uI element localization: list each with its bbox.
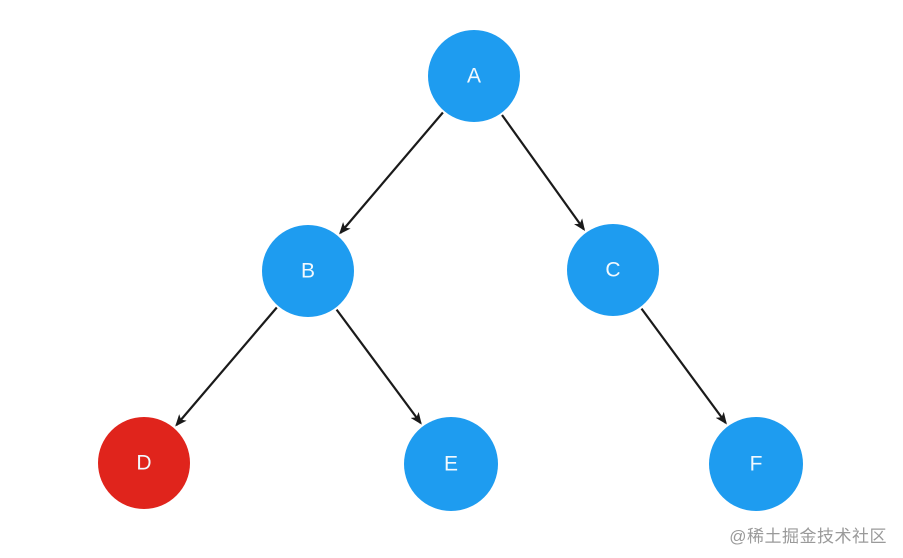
edge-B-D <box>175 306 278 427</box>
tree-node-D: D <box>98 417 190 509</box>
watermark: @稀土掘金技术社区 <box>729 527 887 546</box>
node-label-C: C <box>605 259 620 282</box>
edge-C-F <box>640 307 727 425</box>
edge-A-B <box>339 111 444 235</box>
node-circle-D <box>98 417 190 509</box>
tree-node-F: F <box>709 417 803 511</box>
tree-node-B: B <box>262 225 354 317</box>
tree-node-C: C <box>567 224 659 316</box>
node-label-A: A <box>467 65 481 88</box>
edge-B-E <box>335 308 422 425</box>
node-label-D: D <box>136 452 151 475</box>
node-circle-E <box>404 417 498 511</box>
node-circle-C <box>567 224 659 316</box>
node-label-B: B <box>301 260 315 283</box>
edge-A-C <box>501 114 586 232</box>
node-label-E: E <box>444 453 458 476</box>
node-circle-A <box>428 30 520 122</box>
node-circle-B <box>262 225 354 317</box>
node-label-F: F <box>750 453 763 476</box>
tree-node-E: E <box>404 417 498 511</box>
tree-node-A: A <box>428 30 520 122</box>
node-circle-F <box>709 417 803 511</box>
